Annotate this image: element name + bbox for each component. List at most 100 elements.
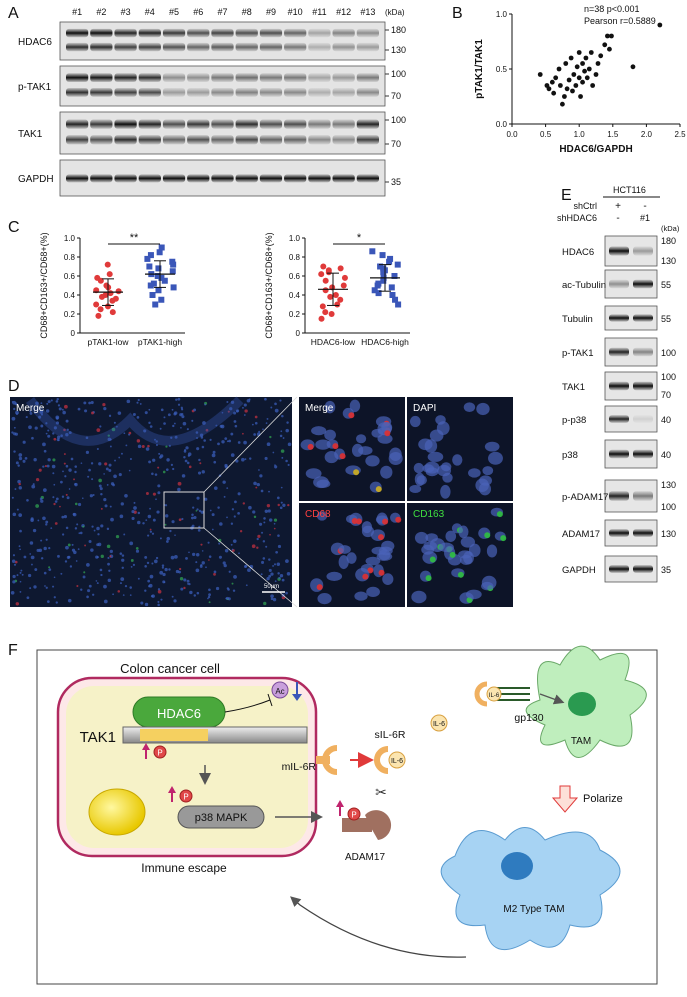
- cell-nucleus: [173, 422, 176, 425]
- data-point: [375, 290, 382, 297]
- blot-row-label: p-TAK1: [562, 348, 594, 359]
- cell-nucleus: [37, 519, 40, 522]
- cell-nucleus: [274, 402, 277, 406]
- cell-nucleus: [47, 458, 51, 462]
- cell-nucleus: [19, 529, 22, 533]
- cell-nucleus: [61, 408, 64, 411]
- cell-nucleus: [171, 408, 174, 411]
- blot-band: [633, 565, 653, 573]
- cell-nucleus: [125, 444, 128, 447]
- cell-nucleus: [365, 455, 380, 467]
- cell-nucleus: [234, 424, 238, 428]
- cell-nucleus: [264, 456, 268, 461]
- cell-nucleus: [224, 437, 228, 440]
- cell-nucleus: [199, 433, 204, 437]
- cell-nucleus: [157, 588, 161, 591]
- cell-nucleus: [185, 446, 189, 450]
- cell-nucleus: [114, 459, 116, 462]
- cell-nucleus: [109, 445, 112, 448]
- cell-nucleus: [380, 465, 393, 479]
- zoom-guide-line: [203, 527, 298, 608]
- lane-label: #3: [121, 7, 131, 17]
- cell-nucleus: [119, 552, 123, 555]
- cell-nucleus: [151, 532, 155, 535]
- stained-cell: [449, 551, 456, 558]
- y-tick-label: 0.6: [289, 272, 301, 281]
- cell-nucleus: [124, 493, 128, 498]
- stained-cell: [395, 516, 402, 523]
- cell-nucleus: [55, 415, 60, 420]
- blot-band: [609, 314, 629, 322]
- cell-nucleus: [151, 472, 154, 476]
- cell-nucleus: [184, 459, 188, 463]
- cell-nucleus: [38, 548, 43, 553]
- cell-nucleus: [177, 403, 181, 406]
- cell-nucleus: [346, 552, 357, 564]
- cell-nucleus: [53, 576, 56, 579]
- cell-nucleus: [40, 413, 44, 416]
- cell-nucleus: [51, 464, 56, 469]
- data-point: [374, 282, 381, 289]
- cell-nucleus: [170, 463, 174, 466]
- stained-cell: [382, 518, 389, 525]
- blot-band: [211, 135, 234, 145]
- scatter-point: [586, 66, 592, 72]
- cell-nucleus: [157, 484, 161, 488]
- scatter-point: [593, 72, 599, 77]
- phosphate-group: [347, 807, 361, 821]
- cell-nucleus: [254, 415, 258, 419]
- cell-nucleus: [270, 406, 273, 409]
- cell-nucleus: [182, 421, 187, 426]
- blot-band: [308, 174, 331, 183]
- cell-nucleus: [187, 582, 189, 585]
- cell-nucleus: [17, 464, 20, 467]
- cell-nucleus: [278, 576, 281, 580]
- cell-nucleus: [213, 460, 217, 464]
- cell-nucleus: [18, 456, 23, 461]
- cell-nucleus: [239, 530, 243, 533]
- cell-nucleus: [479, 475, 492, 486]
- cell-nucleus: [190, 516, 194, 520]
- cell-nucleus: [198, 509, 202, 513]
- cell-nucleus: [183, 455, 186, 459]
- cell-nucleus: [117, 411, 122, 415]
- scatter-point: [574, 64, 580, 70]
- tissue-structure: [25, 396, 244, 446]
- cell-nucleus: [219, 522, 223, 526]
- y-tick-label: 0.8: [289, 253, 301, 262]
- data-point: [150, 280, 157, 287]
- cell-nucleus: [62, 470, 64, 473]
- cell-nucleus: [195, 510, 198, 512]
- cell-nucleus: [279, 506, 283, 510]
- cell-nucleus: [199, 462, 202, 465]
- cell-nucleus: [103, 498, 107, 502]
- cell-nucleus: [108, 414, 112, 417]
- increase-arrowhead: [142, 743, 150, 750]
- cell-nucleus: [13, 426, 16, 429]
- cell-nucleus: [30, 555, 35, 560]
- cell-nucleus: [112, 593, 115, 596]
- cell-nucleus: [85, 436, 89, 440]
- cell-nucleus: [29, 409, 32, 413]
- blot-band: [66, 42, 89, 52]
- kda-marker: 40: [661, 450, 671, 460]
- condition-value: -: [643, 201, 646, 212]
- blot-band: [259, 42, 283, 52]
- blot-band: [90, 174, 113, 183]
- cell-nucleus: [15, 602, 20, 606]
- adam17-stalk: [342, 818, 372, 832]
- cell-nucleus: [311, 426, 327, 436]
- cell-nucleus: [149, 574, 154, 579]
- cell-nucleus: [142, 522, 145, 525]
- cell-nucleus: [237, 441, 241, 444]
- data-point: [169, 268, 176, 275]
- cell-nucleus: [119, 514, 124, 519]
- y-tick-label: 0.2: [289, 310, 301, 319]
- cell-nucleus: [235, 409, 239, 413]
- cell-nucleus: [103, 599, 108, 604]
- cell-nucleus: [121, 566, 124, 569]
- cell-nucleus: [107, 578, 111, 583]
- data-point: [332, 292, 339, 298]
- cell-nucleus: [53, 502, 56, 506]
- cell-nucleus: [256, 537, 259, 541]
